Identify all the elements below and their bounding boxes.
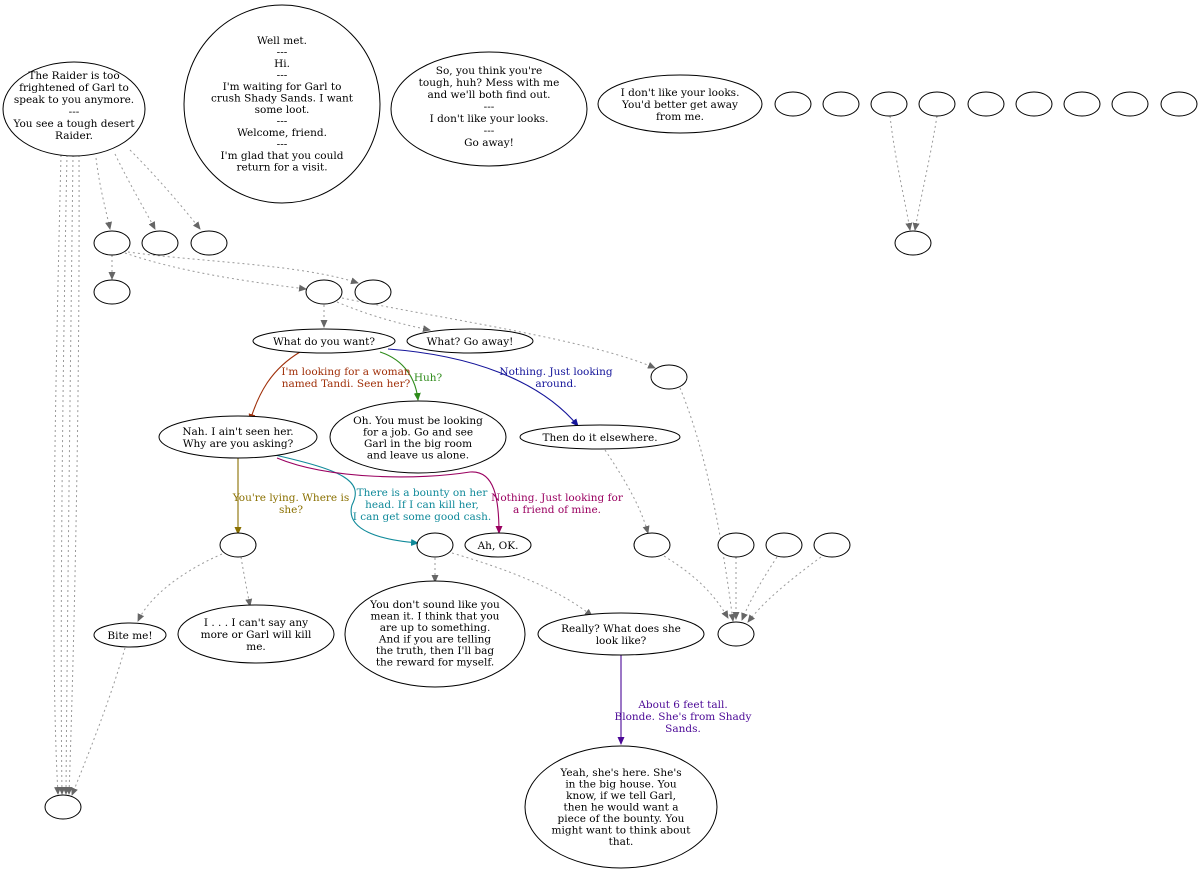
- node-empty: [918, 91, 956, 117]
- node-empty: [1111, 91, 1149, 117]
- edge-bite-to-n-bottom: [71, 647, 126, 796]
- node-empty: [765, 532, 803, 558]
- edge-n-lying-to-cant-say: [240, 556, 253, 607]
- node-line: Bite me!: [107, 630, 152, 642]
- node-empty: [354, 279, 392, 305]
- node-line: Well met.---Hi.---I'm waiting for Garl t…: [211, 35, 354, 174]
- edge-raider-to-n-bottom: [65, 154, 80, 795]
- edge-tandi: [248, 351, 301, 422]
- node-empty: [717, 532, 755, 558]
- edge-n-a-to-n-f: [127, 251, 359, 285]
- node-empty: [650, 364, 688, 390]
- node-line: What do you want?: [273, 336, 375, 348]
- colored-edges: [234, 348, 625, 745]
- node-what-do-you-want: What do you want?: [252, 328, 396, 354]
- edge-raider-to-n-bottom: [53, 154, 62, 795]
- edge-n-j-to-n-sink: [741, 556, 778, 621]
- node-empty: [894, 230, 932, 256]
- edge-bounty: [274, 454, 419, 546]
- node-looks: I don't like your looks.You'd better get…: [597, 74, 763, 134]
- edge-top-to-n-mid: [889, 115, 913, 231]
- edge-raider-to-n-bottom: [58, 154, 68, 795]
- edge-raider-to-n-a: [95, 157, 112, 230]
- node-empty: [141, 230, 179, 256]
- edge-n-g-to-n-sink: [679, 387, 736, 622]
- node-empty: [870, 91, 908, 117]
- node-bite-me: Bite me!: [93, 622, 167, 648]
- dotted-edges: [53, 115, 938, 796]
- edge-raider-to-n-c: [129, 149, 201, 230]
- edge-top-to-n-mid: [912, 115, 938, 231]
- node-empty: [93, 279, 131, 305]
- node-empty: [44, 794, 82, 820]
- edge-friend: [276, 457, 503, 534]
- edge-nothing-looking: [387, 348, 579, 427]
- node-line: What? Go away!: [427, 336, 514, 348]
- node-empty: [967, 91, 1005, 117]
- node-empty: [633, 532, 671, 558]
- node-empty: [1160, 91, 1198, 117]
- node-empty: [774, 91, 812, 117]
- node-empty: [416, 532, 454, 558]
- edge-elsewhere-to-n-h: [604, 449, 650, 534]
- node-nah: Nah. I ain't seen her.Why are you asking…: [158, 415, 318, 459]
- node-empty: [822, 91, 860, 117]
- node-empty: [93, 230, 131, 256]
- node-empty: [813, 532, 851, 558]
- edge-n-e-to-n-g: [341, 297, 656, 369]
- node-elsewhere: Then do it elsewhere.: [519, 424, 681, 450]
- edge-n-e-to-go-away: [336, 301, 431, 333]
- node-go-away: What? Go away!: [406, 328, 534, 354]
- node-empty: [305, 279, 343, 305]
- edge-n-k-to-n-sink: [747, 556, 822, 623]
- node-line: Then do it elsewhere.: [542, 432, 657, 444]
- edge-raider-to-n-bottom: [62, 154, 74, 795]
- node-line: I don't like your looks.You'd better get…: [621, 87, 740, 123]
- node-line: Ah, OK.: [477, 540, 519, 552]
- node-empty: [1063, 91, 1101, 117]
- node-line: Nah. I ain't seen her.Why are you asking…: [182, 426, 293, 450]
- edge-n-a-to-n-e: [124, 252, 307, 292]
- node-well-met: Well met.---Hi.---I'm waiting for Garl t…: [183, 4, 381, 204]
- edge-raider-to-n-b: [114, 153, 156, 230]
- node-empty: [1015, 91, 1053, 117]
- edge-huh: [379, 351, 421, 401]
- edge-label-huh: Huh?: [414, 372, 443, 384]
- edge-label-six-feet: About 6 feet tall.Blonde. She's from Sha…: [615, 699, 752, 735]
- edge-n-h-to-n-sink: [663, 555, 729, 619]
- edge-n-bounty-to-really: [451, 552, 593, 617]
- node-empty: [219, 532, 257, 558]
- node-empty: [717, 621, 755, 647]
- node-empty: [190, 230, 228, 256]
- node-ah-ok: Ah, OK.: [464, 532, 532, 558]
